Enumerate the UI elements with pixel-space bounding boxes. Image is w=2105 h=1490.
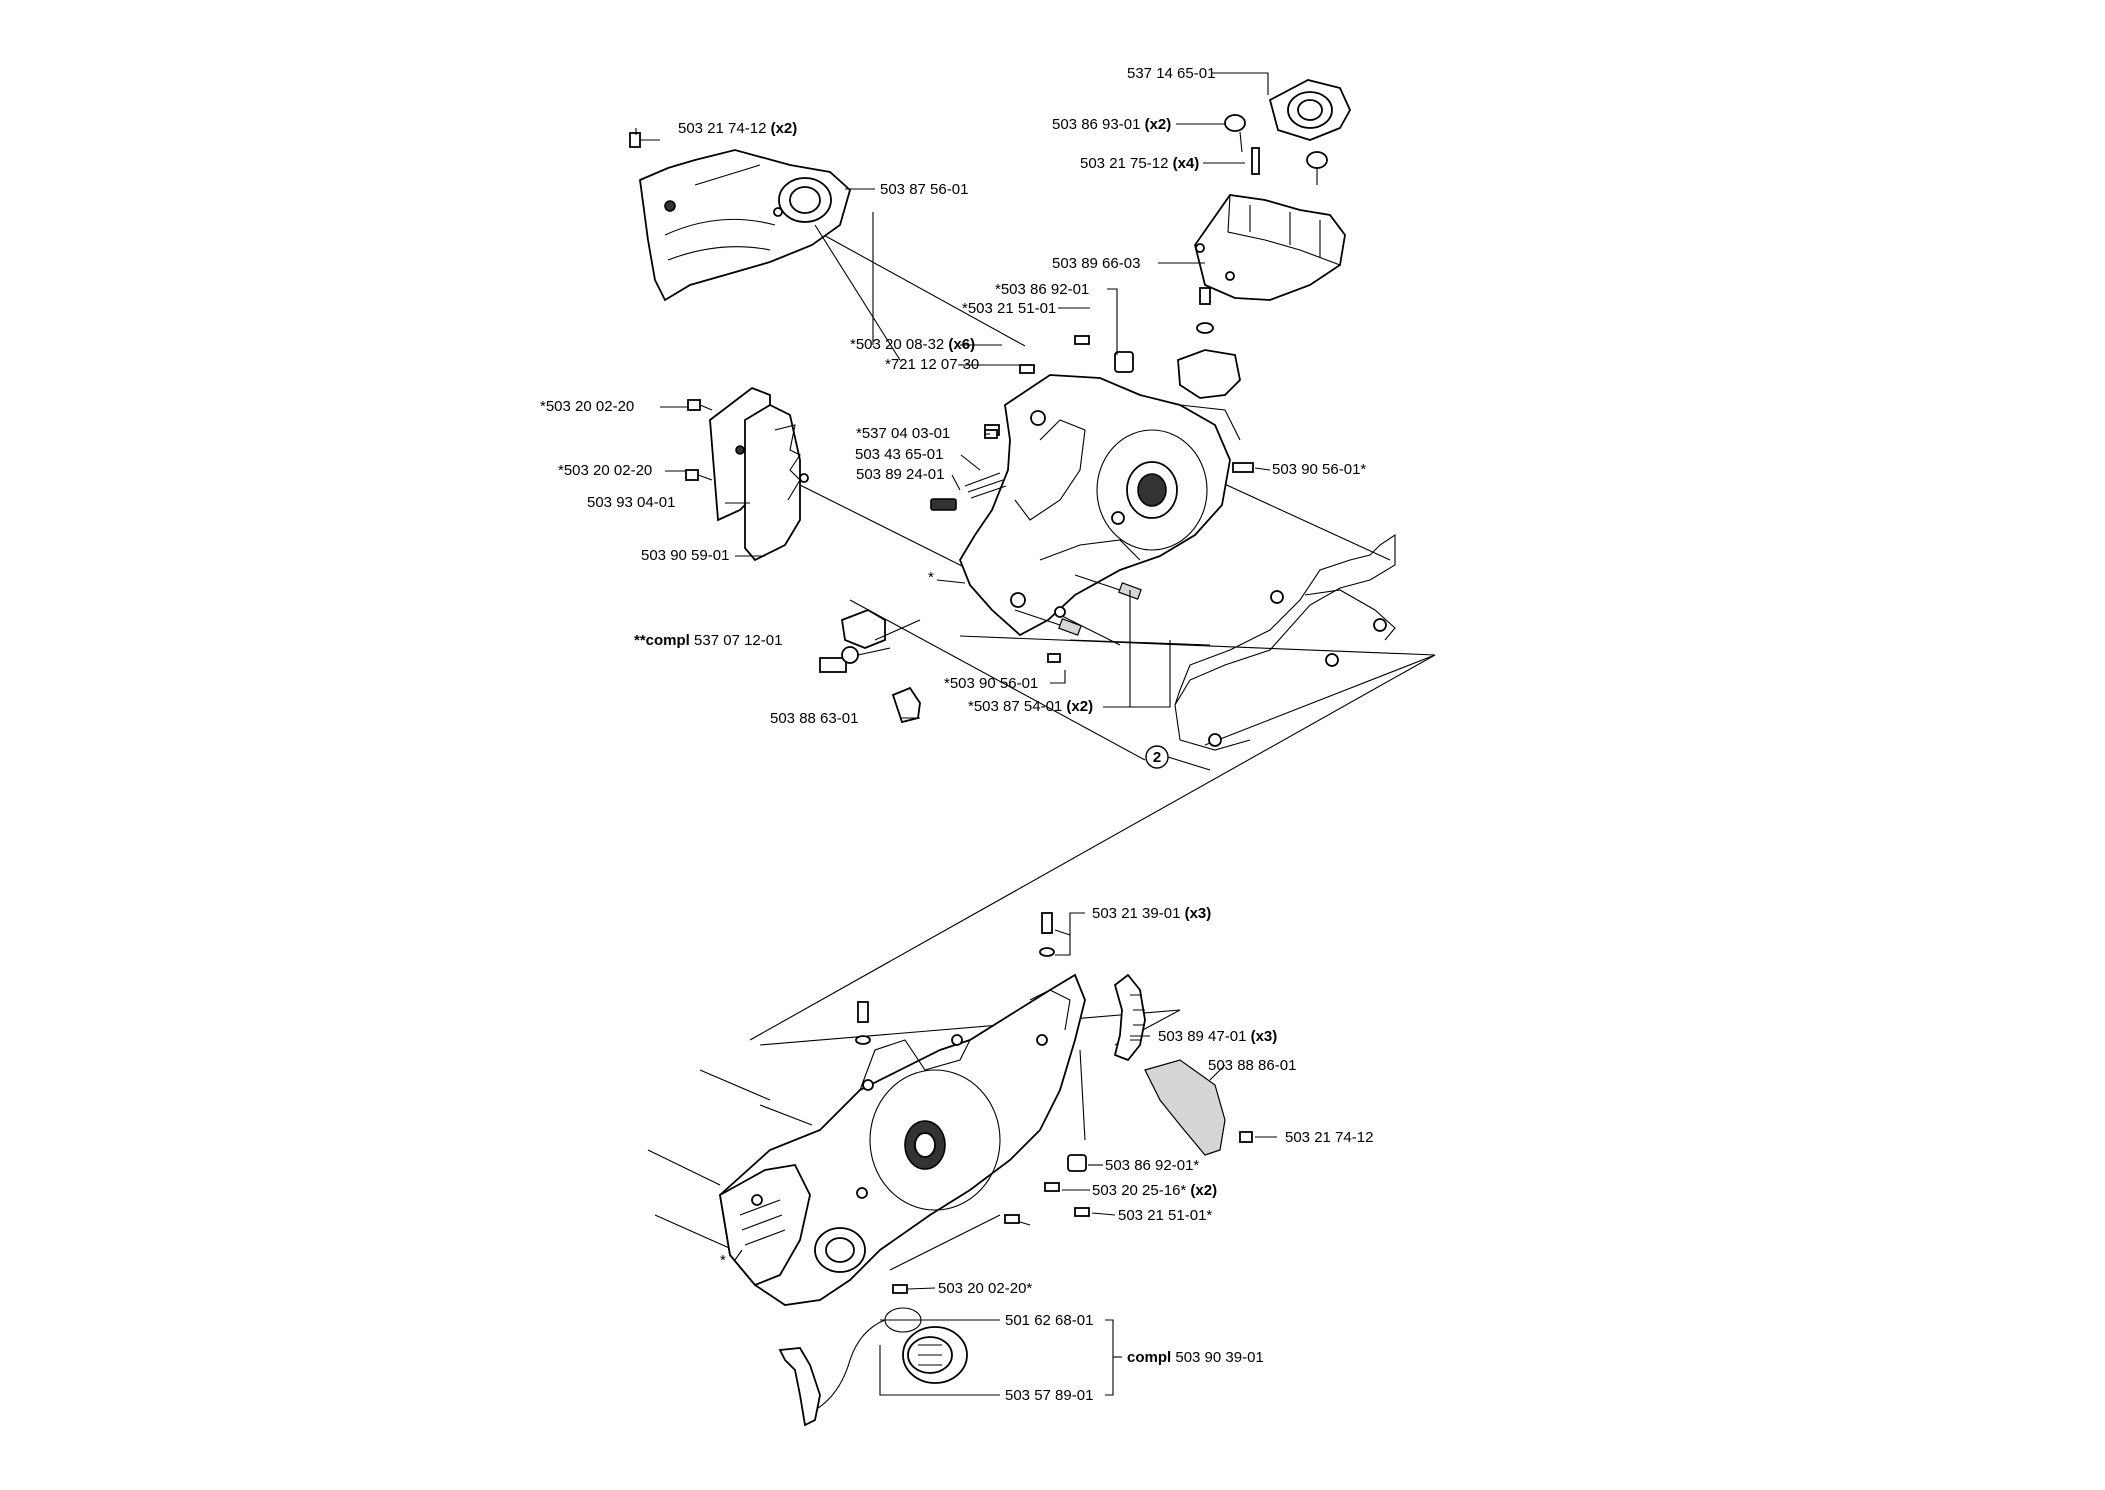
part-label: 503 90 59-01 bbox=[641, 547, 729, 564]
part-label: *721 12 07-30 bbox=[885, 356, 979, 373]
gasket-icon bbox=[1174, 533, 1396, 751]
leader-lines bbox=[635, 72, 1277, 1396]
part-label: 503 88 86-01 bbox=[1208, 1057, 1296, 1074]
callout-number: 2 bbox=[1153, 749, 1161, 766]
part-label: 501 62 68-01 bbox=[1005, 1312, 1093, 1329]
part-label: *503 87 54-01 (x2) bbox=[968, 698, 1093, 715]
part-label: 503 88 63-01 bbox=[770, 710, 858, 727]
small-parts-icon bbox=[984, 287, 1254, 473]
callout-circle: 2 bbox=[1145, 745, 1211, 771]
part-label: 503 86 92-01* bbox=[1105, 1157, 1199, 1174]
part-label: 503 20 25-16* (x2) bbox=[1092, 1182, 1217, 1199]
part-label: 503 21 51-01* bbox=[1118, 1207, 1212, 1224]
screw-icon bbox=[855, 912, 1055, 1045]
part-labels: 537 14 65-01 503 86 93-01 (x2) 503 21 75… bbox=[540, 65, 1373, 1404]
part-label: 503 21 74-12 (x2) bbox=[678, 120, 797, 137]
crankcase-upper bbox=[958, 374, 1241, 637]
part-label: 503 87 56-01 bbox=[880, 181, 968, 198]
part-label: *503 20 02-20 bbox=[540, 398, 634, 415]
air-filter-icon bbox=[1268, 79, 1352, 141]
part-label: **compl 537 07 12-01 bbox=[634, 632, 782, 649]
part-label: 503 21 75-12 (x4) bbox=[1080, 155, 1199, 172]
part-label: *503 21 51-01 bbox=[962, 300, 1056, 317]
part-label: *503 20 08-32 (x6) bbox=[850, 336, 975, 353]
small-parts-icon bbox=[892, 1154, 1090, 1294]
part-label: * bbox=[720, 1252, 726, 1269]
part-label: 503 21 39-01 (x3) bbox=[1092, 905, 1211, 922]
part-label: 503 89 47-01 (x3) bbox=[1158, 1028, 1277, 1045]
part-label: compl 503 90 39-01 bbox=[1127, 1349, 1264, 1366]
guide-plate-icon bbox=[1144, 1059, 1226, 1156]
chain-guard-cover bbox=[639, 149, 852, 302]
part-label: * bbox=[928, 569, 934, 586]
chain-brake-icon bbox=[819, 609, 891, 673]
part-label: 537 14 65-01 bbox=[1127, 65, 1215, 82]
part-label: 503 93 04-01 bbox=[587, 494, 675, 511]
part-label: 503 57 89-01 bbox=[1005, 1387, 1093, 1404]
screw-icon bbox=[685, 399, 713, 481]
screw-icon bbox=[1251, 147, 1260, 175]
part-label: *503 20 02-20 bbox=[558, 462, 652, 479]
part-label: 503 89 24-01 bbox=[856, 466, 944, 483]
carb-housing-icon bbox=[1194, 194, 1346, 301]
spring-clip-icon bbox=[1113, 973, 1146, 1062]
part-label: 503 89 66-03 bbox=[1052, 255, 1140, 272]
part-label: 503 86 93-01 (x2) bbox=[1052, 116, 1171, 133]
knob-icon bbox=[1224, 114, 1328, 185]
tensioner-plate-icon bbox=[709, 386, 809, 562]
part-label: *503 90 56-01 bbox=[944, 675, 1038, 692]
screw-icon bbox=[629, 132, 660, 148]
part-label: *537 04 03-01 bbox=[856, 425, 950, 442]
oil-cap-icon bbox=[778, 1307, 968, 1427]
screw-icon bbox=[1239, 1131, 1253, 1143]
part-label: 503 90 56-01* bbox=[1272, 461, 1366, 478]
part-label: 503 20 02-20* bbox=[938, 1280, 1032, 1297]
clip-icon bbox=[891, 686, 921, 724]
part-label: 503 43 65-01 bbox=[855, 446, 943, 463]
part-label: *503 86 92-01 bbox=[995, 281, 1089, 298]
part-label: 503 21 74-12 bbox=[1285, 1129, 1373, 1146]
crankcase-lower bbox=[719, 973, 1086, 1306]
